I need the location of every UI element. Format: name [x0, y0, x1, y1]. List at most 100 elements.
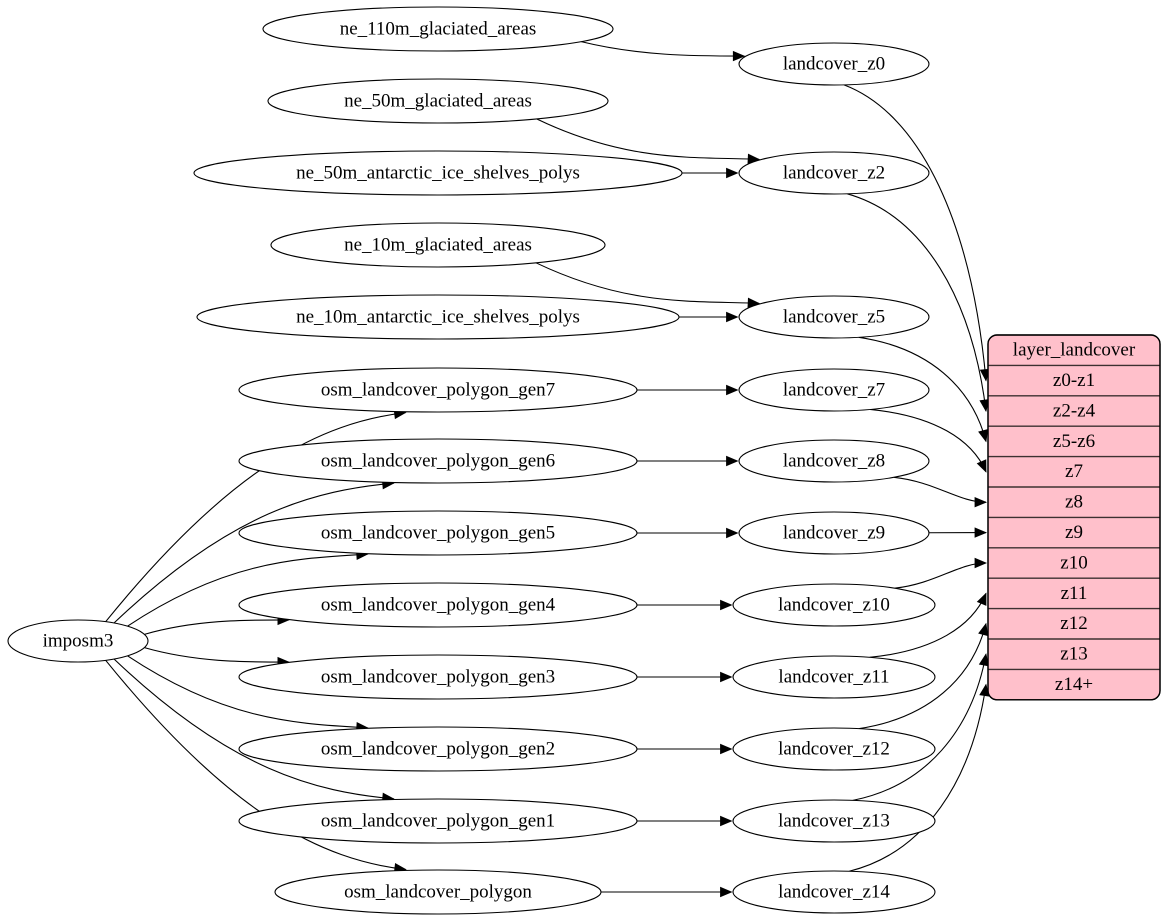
table-row-z11[interactable]: z11 [1061, 583, 1088, 604]
node-osm_landcover_polygon_gen6[interactable]: osm_landcover_polygon_gen6 [238, 438, 638, 484]
edge-arrowhead [720, 671, 733, 683]
table-header-label: layer_landcover [1013, 340, 1136, 361]
node-landcover_z2[interactable]: landcover_z2 [738, 151, 930, 195]
node-shape [238, 438, 638, 484]
node-landcover_z0[interactable]: landcover_z0 [738, 42, 930, 86]
table-row-z8[interactable]: z8 [1065, 492, 1083, 513]
edge-landcover_z14-to-row-z14+ [849, 684, 987, 872]
edge-landcover_z2-to-row-z2-z4 [847, 193, 987, 412]
edge-landcover_z8-to-row-z8 [893, 476, 987, 503]
node-ne_110m_glaciated_areas[interactable]: ne_110m_glaciated_areas [262, 6, 614, 52]
edge-arrowhead [726, 167, 739, 179]
edge-arrowhead [978, 653, 990, 667]
node-label: ne_10m_glaciated_areas [344, 234, 532, 255]
node-shape [196, 294, 680, 340]
node-shape [732, 727, 936, 771]
node-shape [732, 583, 936, 627]
edge-arrowhead [720, 886, 733, 898]
node-landcover_z11[interactable]: landcover_z11 [732, 655, 936, 699]
node-ne_10m_glaciated_areas[interactable]: ne_10m_glaciated_areas [270, 222, 606, 268]
node-ne_10m_antarctic_ice_shelves_polys[interactable]: ne_10m_antarctic_ice_shelves_polys [196, 294, 680, 340]
node-shape [238, 367, 638, 413]
node-landcover_z5[interactable]: landcover_z5 [738, 295, 930, 339]
node-label: landcover_z0 [783, 53, 885, 74]
node-ne_50m_antarctic_ice_shelves_polys[interactable]: ne_50m_antarctic_ice_shelves_polys [193, 150, 683, 196]
node-shape [732, 870, 936, 914]
node-label: ne_110m_glaciated_areas [340, 18, 537, 39]
node-osm_landcover_polygon_gen7[interactable]: osm_landcover_polygon_gen7 [238, 367, 638, 413]
edge-arrowhead [976, 592, 987, 606]
edge-landcover_z0-to-row-z0-z1 [843, 84, 987, 381]
node-label: osm_landcover_polygon_gen3 [321, 666, 555, 687]
node-imposm3[interactable]: imposm3 [7, 619, 149, 663]
node-landcover_z12[interactable]: landcover_z12 [732, 727, 936, 771]
node-label: osm_landcover_polygon_gen6 [321, 450, 555, 471]
node-osm_landcover_polygon_gen5[interactable]: osm_landcover_polygon_gen5 [238, 510, 638, 556]
node-landcover_z10[interactable]: landcover_z10 [732, 583, 936, 627]
table-row-z13[interactable]: z13 [1060, 644, 1087, 665]
node-landcover_z9[interactable]: landcover_z9 [738, 511, 930, 555]
node-label: osm_landcover_polygon [344, 881, 532, 902]
node-label: landcover_z10 [778, 594, 890, 615]
node-landcover_z7[interactable]: landcover_z7 [738, 368, 930, 412]
node-shape [738, 511, 930, 555]
table-row-z14+[interactable]: z14+ [1055, 674, 1093, 695]
table-row-z12[interactable]: z12 [1060, 613, 1087, 634]
node-landcover_z14[interactable]: landcover_z14 [732, 870, 936, 914]
node-shape [738, 295, 930, 339]
edge-arrowhead [726, 311, 739, 323]
edge-imposm3-to-osm_landcover_polygon_gen2 [127, 655, 368, 729]
node-landcover_z13[interactable]: landcover_z13 [732, 799, 936, 843]
node-shape [238, 654, 638, 700]
edge-arrowhead [978, 622, 989, 637]
edge-arrowhead [976, 459, 987, 473]
node-label: landcover_z13 [778, 810, 890, 831]
edge-imposm3-to-osm_landcover_polygon_gen4 [144, 619, 289, 635]
node-shape [193, 150, 683, 196]
node-shape [732, 655, 936, 699]
edge-imposm3-to-osm_landcover_polygon_gen1 [113, 658, 394, 800]
node-label: landcover_z11 [778, 666, 889, 687]
node-osm_landcover_polygon[interactable]: osm_landcover_polygon [274, 869, 602, 915]
table-row-z10[interactable]: z10 [1060, 552, 1087, 573]
node-landcover_z8[interactable]: landcover_z8 [738, 439, 930, 483]
table-row-z2-z4[interactable]: z2-z4 [1053, 400, 1096, 421]
table-row-z0-z1[interactable]: z0-z1 [1053, 370, 1095, 391]
node-label: landcover_z8 [783, 450, 885, 471]
node-shape [738, 439, 930, 483]
node-ne_50m_glaciated_areas[interactable]: ne_50m_glaciated_areas [267, 78, 609, 124]
layer-landcover-table: layer_landcover z0-z1 z2-z4 z5-z6 z7 z8 z9 z10 z… [987, 334, 1161, 701]
edge-arrowhead [720, 815, 733, 827]
table-row-z7[interactable]: z7 [1065, 461, 1083, 482]
node-shape [270, 222, 606, 268]
node-osm_landcover_polygon_gen4[interactable]: osm_landcover_polygon_gen4 [238, 582, 638, 628]
node-shape [238, 510, 638, 556]
edge-arrowhead [978, 429, 989, 443]
node-label: ne_50m_glaciated_areas [344, 90, 532, 111]
node-shape [274, 869, 602, 915]
edge-ne_10m_glaciated_areas-to-landcover_z5 [535, 262, 760, 304]
node-osm_landcover_polygon_gen2[interactable]: osm_landcover_polygon_gen2 [238, 726, 638, 772]
table-row-z9[interactable]: z9 [1065, 522, 1083, 543]
node-label: ne_50m_antarctic_ice_shelves_polys [296, 162, 580, 183]
edge-ne_110m_glaciated_areas-to-landcover_z0 [581, 41, 745, 57]
edge-landcover_z12-to-row-z12 [858, 623, 987, 730]
edge-arrowhead [720, 599, 733, 611]
node-shape [238, 726, 638, 772]
edge-landcover_z13-to-row-z13 [852, 654, 987, 801]
edge-arrowhead [720, 743, 733, 755]
edge-landcover_z11-to-row-z11 [869, 593, 987, 658]
node-label: landcover_z7 [783, 379, 885, 400]
edge-imposm3-to-osm_landcover_polygon_gen3 [144, 647, 289, 663]
node-shape [238, 798, 638, 844]
edge-landcover_z7-to-row-z7 [870, 408, 987, 473]
table-row-z5-z6[interactable]: z5-z6 [1053, 431, 1095, 452]
node-shape [267, 78, 609, 124]
edge-landcover_z10-to-row-z10 [894, 562, 987, 589]
node-osm_landcover_polygon_gen3[interactable]: osm_landcover_polygon_gen3 [238, 654, 638, 700]
edge-landcover_z5-to-row-z5-z6 [858, 336, 987, 442]
node-osm_landcover_polygon_gen1[interactable]: osm_landcover_polygon_gen1 [238, 798, 638, 844]
node-label: imposm3 [43, 630, 114, 651]
edge-ne_50m_glaciated_areas-to-landcover_z2 [536, 118, 760, 160]
